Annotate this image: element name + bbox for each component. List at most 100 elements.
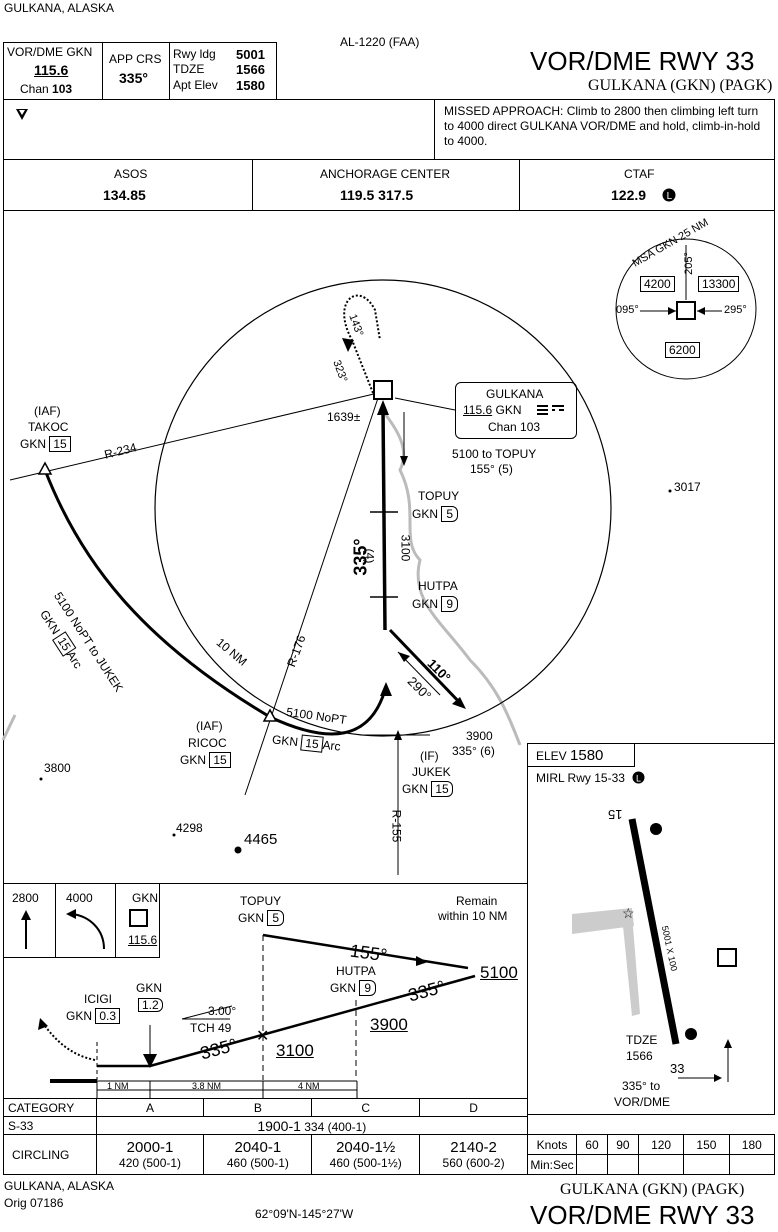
ricoc-dme-label: GKN xyxy=(180,753,207,767)
knots-120: 120 xyxy=(637,1134,685,1155)
ctaf-label: CTAF xyxy=(624,167,655,181)
takoc-fix xyxy=(37,461,53,475)
pilot-controlled-lighting-icon: L xyxy=(662,188,676,202)
runway-15-33 xyxy=(628,818,680,1045)
ma-alt-2: 4000 xyxy=(66,891,93,905)
takoc-iaf: (IAF) xyxy=(34,404,61,418)
app-crs-label: APP CRS xyxy=(109,52,162,66)
rwy-33: 33 xyxy=(670,1061,685,1076)
footer-location: GULKANA, ALASKA xyxy=(4,1179,115,1193)
profile-remain-1: Remain xyxy=(456,894,498,908)
knots-90: 90 xyxy=(606,1134,639,1155)
footer-subtitle: GULKANA (GKN) (PAGK) xyxy=(560,1181,745,1198)
airport-layout: ☆ xyxy=(572,818,737,1082)
profile-seg-3: 4 NM xyxy=(298,1081,320,1091)
profile-topuy: TOPUY xyxy=(240,894,282,908)
profile-seg-1: 1 NM xyxy=(107,1081,129,1091)
ricoc-iaf: (IAF) xyxy=(196,719,223,733)
circling-a-sub: 420 (500-1) xyxy=(119,1156,182,1170)
topuy-leg2: 155° (5) xyxy=(470,462,513,476)
profile-final-descent xyxy=(149,974,476,1068)
msa-brg-295: 295° xyxy=(724,304,747,316)
profile-gs-angle: 3.00° xyxy=(208,1004,237,1018)
jukek-crs: 335° (6) xyxy=(452,744,495,758)
svg-text:☆: ☆ xyxy=(622,905,635,921)
ricoc-dme: 15 xyxy=(209,752,231,768)
minimums-table: CATEGORY A B C D S-33 1900-1 334 (400-1)… xyxy=(3,1098,529,1175)
rwy-ldg: 5001 xyxy=(236,47,265,62)
rwy-ldg-label: Rwy ldg xyxy=(173,47,216,61)
profile-hutpa-dme: 9 xyxy=(359,980,377,996)
profile-crs-155: 155° xyxy=(348,940,389,966)
jukek-name: JUKEK xyxy=(412,765,451,779)
knots-180: 180 xyxy=(728,1134,776,1155)
final-course xyxy=(381,407,387,631)
ctaf-freq: 122.9 xyxy=(611,187,647,203)
tdze: 1566 xyxy=(236,62,265,77)
cat-b: B xyxy=(203,1098,313,1117)
takoc-name: TAKOC xyxy=(28,420,69,434)
comms-box: ASOS 134.85 ANCHORAGE CENTER 119.5 317.5… xyxy=(3,159,775,211)
circling-c-sub: 460 (500-1½) xyxy=(329,1156,402,1170)
missed-hold xyxy=(343,294,381,394)
cat-d: D xyxy=(419,1098,528,1117)
takoc-dme-label: GKN xyxy=(20,437,47,451)
profile-topuy-leg xyxy=(262,933,469,970)
circling-c-main: 2040-1½ xyxy=(336,1139,396,1156)
circling-label: CIRCLING xyxy=(3,1134,97,1175)
lighting-icon: L xyxy=(632,771,645,784)
vor-chan: Chan 103 xyxy=(488,420,541,434)
vor-symbol xyxy=(373,380,393,400)
profile-gkn-dme: 1.2 xyxy=(138,998,163,1012)
procedure-title: VOR/DME RWY 33 xyxy=(530,46,755,76)
profile-seg-2: 3.8 NM xyxy=(192,1081,222,1091)
category-label: CATEGORY xyxy=(3,1098,97,1117)
ma-nav: GKN xyxy=(132,891,159,905)
cat-a: A xyxy=(95,1098,205,1117)
missed-approach-text: MISSED APPROACH: Climb to 2800 then clim… xyxy=(444,104,761,148)
msa-alt-ne: 13300 xyxy=(698,276,740,292)
vor-symbol-airport xyxy=(717,948,737,967)
nav-label: VOR/DME GKN xyxy=(7,45,93,59)
r176-radial xyxy=(244,397,379,796)
timing-table: Knots 60 90 120 150 180 Min:Sec xyxy=(527,1134,776,1175)
elev-3800: 3800 xyxy=(44,761,71,775)
circling-d-main: 2140-2 xyxy=(450,1139,497,1156)
profile-tch: TCH 49 xyxy=(190,1021,232,1035)
vor-elev: 1639± xyxy=(327,410,361,424)
missed-icons-box: 2800 4000 GKN 115.6 xyxy=(3,883,160,958)
knots-150: 150 xyxy=(683,1134,730,1155)
profile-icigi-dme: 0.3 xyxy=(95,1008,121,1024)
jukek-if: (IF) xyxy=(420,749,439,763)
topuy-dme-label: GKN xyxy=(412,507,439,521)
profile-hutpa-dme-label: GKN xyxy=(330,981,357,995)
vor-id: GKN xyxy=(495,403,522,417)
app-crs: 335° xyxy=(119,70,148,86)
s33-minimums: 1900-1 334 (400-1) xyxy=(95,1116,529,1135)
circling-d-sub: 560 (600-2) xyxy=(442,1156,505,1170)
ma-alt-1: 2800 xyxy=(12,891,39,905)
airport-tdze-label: TDZE xyxy=(626,1033,658,1047)
circling-a-main: 2000-1 xyxy=(126,1139,174,1156)
msa-alt-s: 6200 xyxy=(665,342,700,358)
ma-course xyxy=(388,628,464,707)
ma-freq: 115.6 xyxy=(128,933,158,947)
hutpa-name: HUTPA xyxy=(418,579,458,593)
airport-diagram: ELEV 1580 MIRL Rwy 15-33 L ☆ 15 33 5001 … xyxy=(527,743,775,1115)
profile-gkn-label: GKN xyxy=(136,981,163,995)
profile-alt-3900: 3900 xyxy=(370,1015,408,1034)
vor-freq: 115.6 xyxy=(463,403,493,417)
elev-3017: 3017 xyxy=(674,480,701,494)
circling-b-main: 2040-1 xyxy=(234,1139,282,1156)
svg-text:✕: ✕ xyxy=(256,1028,269,1045)
ricoc-name: RICOC xyxy=(188,736,227,750)
dme-arc-takoc xyxy=(43,469,271,719)
vor-info-box: GULKANA 115.6 GKN Chan 103 xyxy=(455,382,577,439)
svg-text:L: L xyxy=(667,191,673,202)
elev-4465: 4465 xyxy=(244,831,278,848)
jukek-dme-label: GKN xyxy=(402,782,429,796)
location-label: GULKANA, ALASKA xyxy=(4,1,115,15)
